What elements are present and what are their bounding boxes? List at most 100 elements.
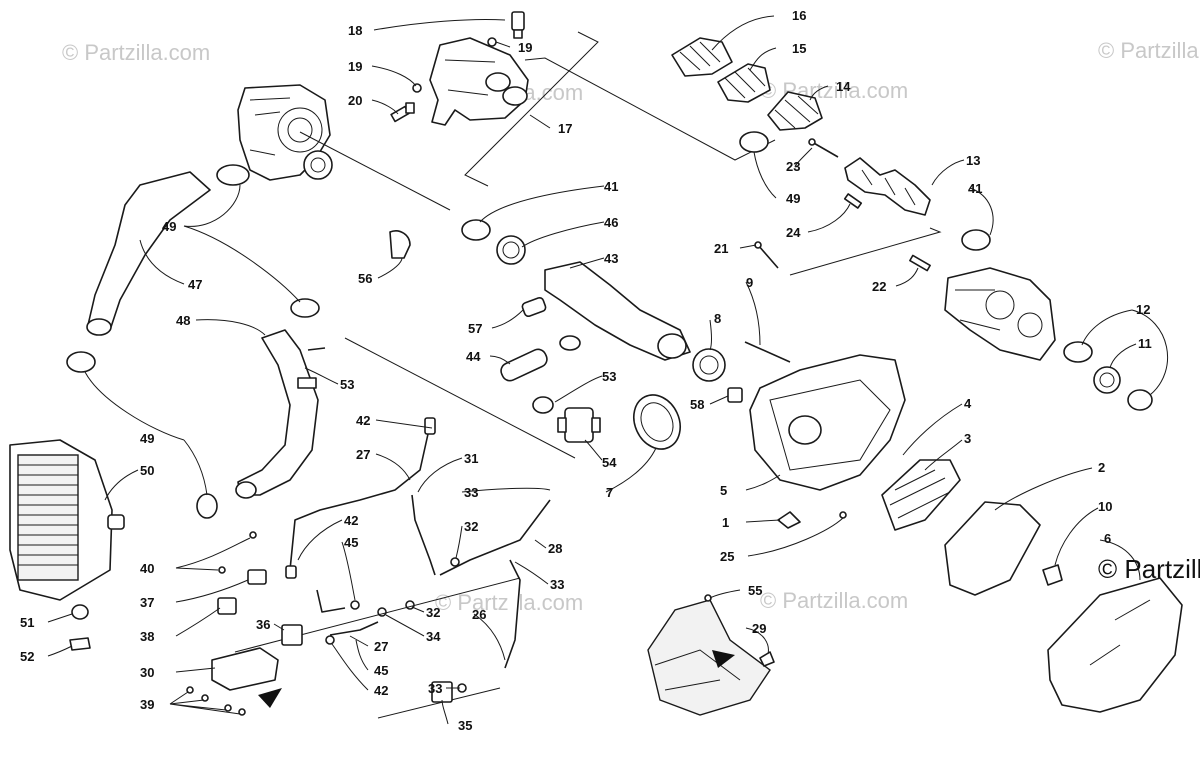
callout-16: 16 — [792, 8, 806, 23]
clamp-49-top — [739, 131, 769, 153]
hose-31 — [411, 494, 436, 576]
callout-11: 11 — [1138, 336, 1152, 351]
sensor-18 — [511, 11, 525, 39]
callout-42a: 42 — [356, 413, 370, 428]
cover-6 — [1047, 577, 1183, 713]
callout-56: 56 — [358, 271, 372, 286]
callout-18: 18 — [348, 23, 362, 38]
filter-cage-3 — [881, 459, 961, 531]
callout-29: 29 — [752, 621, 766, 636]
fitting-42a — [424, 417, 436, 435]
arrow-marker-a — [258, 688, 282, 708]
callout-15: 15 — [792, 41, 806, 56]
callout-3: 3 — [964, 431, 971, 446]
bracket-30 — [211, 647, 279, 691]
callout-53: 53 — [340, 377, 354, 392]
fitting-20 — [390, 102, 415, 123]
callout-52: 52 — [20, 649, 34, 664]
callout-37: 37 — [140, 595, 154, 610]
callout-31: 31 — [464, 451, 478, 466]
callout-45b: 45 — [374, 663, 388, 678]
callout-25: 25 — [720, 549, 734, 564]
callout-41b: 41 — [968, 181, 982, 196]
callout-49b: 49 — [162, 219, 176, 234]
clamp-53a — [559, 335, 581, 351]
solenoid-36 — [281, 624, 303, 646]
duct-43 — [544, 261, 691, 361]
clamp-42c — [325, 635, 335, 645]
bracket-13 — [844, 157, 931, 216]
bracket-line-c — [789, 227, 942, 276]
clamp-41b — [961, 229, 991, 251]
fitting-57 — [521, 296, 547, 318]
screw-25 — [839, 511, 847, 519]
callout-12: 12 — [1136, 302, 1150, 317]
callout-34: 34 — [426, 629, 441, 644]
callout-13: 13 — [966, 153, 980, 168]
callout-8: 8 — [714, 311, 721, 326]
mount-bracket — [647, 599, 771, 716]
bolt-21 — [757, 244, 779, 269]
callout-20: 20 — [348, 93, 362, 108]
callout-46: 46 — [604, 215, 618, 230]
bolt-23 — [811, 141, 839, 158]
clamp-49c — [66, 351, 96, 373]
clamp-53b — [532, 396, 554, 414]
bracket-line-d — [344, 337, 576, 459]
callout-1: 1 — [722, 515, 729, 530]
valve-54 — [557, 407, 601, 443]
callout-43: 43 — [604, 251, 618, 266]
turbocharger — [237, 84, 333, 181]
callout-39: 39 — [140, 697, 154, 712]
clamp-49b — [290, 298, 320, 318]
washer-19 — [487, 37, 497, 47]
bolt-40a — [249, 531, 257, 539]
nut-39a — [186, 686, 194, 694]
clamp-52 — [69, 637, 91, 651]
throttle-body — [944, 267, 1056, 361]
callout-28: 28 — [548, 541, 562, 556]
callout-labels: 18 19 19 20 17 16 15 14 13 23 49 24 21 2… — [20, 8, 1152, 733]
boot-15 — [717, 63, 771, 103]
callout-2: 2 — [1098, 460, 1105, 475]
watermark-corner: © Partzilla.com — [1098, 554, 1200, 584]
callout-48: 48 — [176, 313, 190, 328]
solenoid-38 — [217, 597, 237, 615]
callout-4: 4 — [964, 396, 972, 411]
clamp-12b — [1127, 389, 1153, 411]
fitting-42b — [285, 565, 297, 579]
clamp-45 — [350, 600, 360, 610]
callout-14: 14 — [836, 79, 851, 94]
boot-14 — [767, 91, 823, 131]
callout-53b: 53 — [602, 369, 616, 384]
callout-27a: 27 — [356, 447, 370, 462]
callout-47: 47 — [188, 277, 202, 292]
callout-17: 17 — [558, 121, 572, 136]
bracket-17 — [464, 31, 599, 187]
clamp-41 — [461, 219, 491, 241]
callout-55: 55 — [748, 583, 762, 598]
grommet-58 — [727, 387, 743, 403]
boot-16 — [671, 37, 733, 77]
callout-32a: 32 — [464, 519, 478, 534]
callout-40: 40 — [140, 561, 154, 576]
callout-44: 44 — [466, 349, 481, 364]
hose-28 — [439, 499, 551, 576]
callout-32b: 32 — [426, 605, 440, 620]
callout-23: 23 — [786, 159, 800, 174]
callout-19: 19 — [518, 40, 532, 55]
callout-36: 36 — [256, 617, 270, 632]
watermark: © Partzilla.com — [1098, 38, 1200, 63]
callout-33c: 33 — [428, 681, 442, 696]
callout-49c: 49 — [140, 431, 154, 446]
callout-42b: 42 — [344, 513, 358, 528]
airbox-5 — [749, 354, 906, 491]
callout-10: 10 — [1098, 499, 1112, 514]
grommet-51 — [71, 604, 89, 620]
callout-33a: 33 — [464, 485, 478, 500]
arrow-marker-b — [712, 650, 735, 668]
hose-26 — [504, 559, 521, 669]
callout-21: 21 — [714, 241, 728, 256]
filter-element-2 — [944, 501, 1041, 596]
